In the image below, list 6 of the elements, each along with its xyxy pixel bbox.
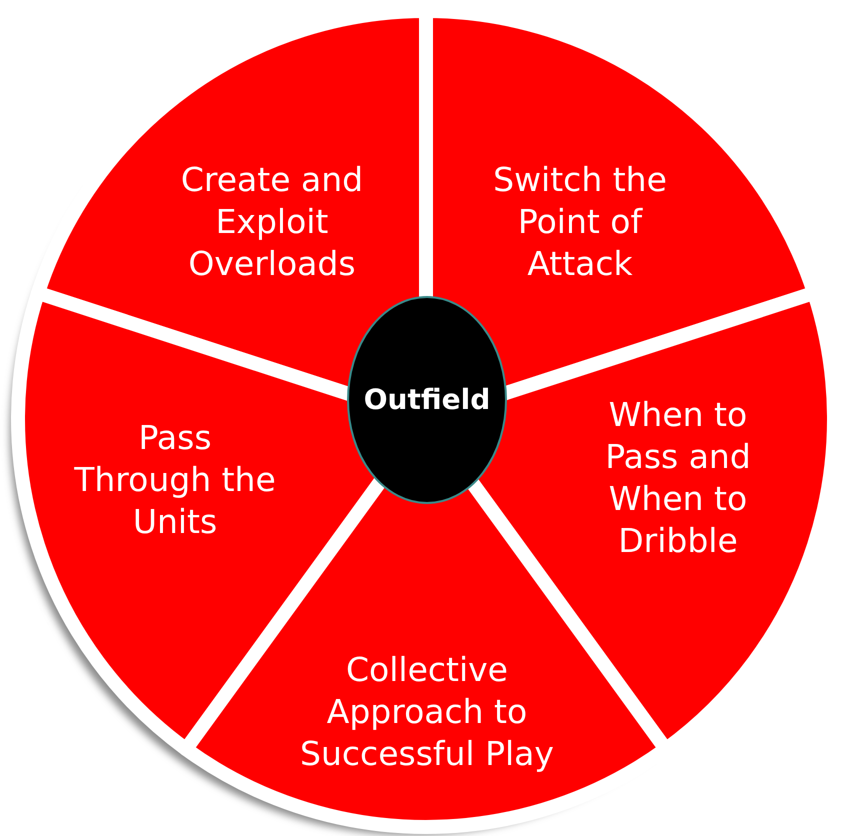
segment-label: Create and Exploit Overloads xyxy=(180,159,364,285)
segment-label: Switch the Point of Attack xyxy=(492,159,668,285)
segment-label: Collective Approach to Successful Play xyxy=(299,649,555,775)
segment-label: Pass Through the Units xyxy=(73,416,277,543)
center-label: Outfield xyxy=(364,382,490,418)
segment-label: When to Pass and When to Dribble xyxy=(604,394,752,562)
